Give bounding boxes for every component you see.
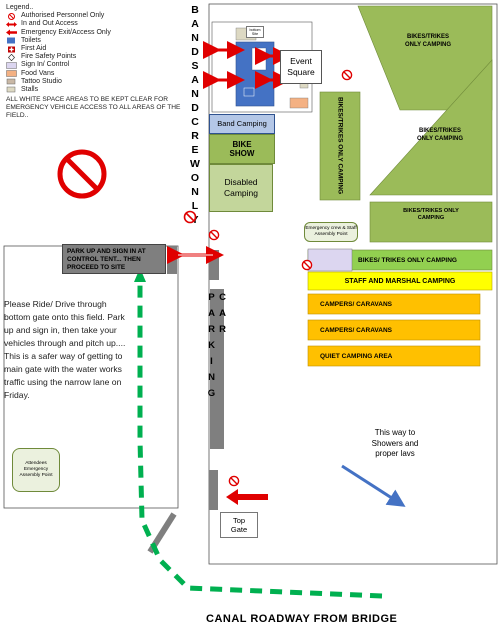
showers-direction-arrow (341, 464, 406, 507)
in-out-access-arrow-top (203, 41, 291, 89)
map-legend: Legend.. Authorised Personnel Only In an… (6, 4, 188, 120)
campers-zone-1 (307, 293, 481, 315)
toilet-block (243, 87, 255, 97)
diamond-icon (6, 53, 17, 61)
route-path (137, 280, 383, 599)
emergency-crew-assembly-point: Emergency crew & Staff Assembly Point (304, 222, 358, 242)
legend-item: Toilets (6, 37, 188, 45)
legend-item: First Aid (6, 45, 188, 53)
disabled-camping-zone: Disabled Camping (209, 164, 273, 212)
food-van-icon (6, 70, 17, 77)
bikes-top-right-label: BIKES/TRIKES ONLY CAMPING (404, 34, 451, 48)
car-parking-strip (210, 289, 224, 449)
no-entry-icon (6, 12, 17, 20)
bottom-site-label: bottom Site (246, 26, 264, 38)
main-field-boundary (208, 3, 498, 565)
no-entry-icon (228, 474, 240, 487)
canal-roadway-label: CANAL ROADWAY FROM BRIDGE (206, 613, 398, 625)
legend-note: ALL WHITE SPACE AREAS TO BE KEPT CLEAR F… (6, 96, 181, 120)
attendees-assembly-point: Attendees Emergency Assembly Point (12, 448, 60, 492)
showers-direction-label: This way to Showers and proper lavs (371, 428, 419, 458)
bikes-mid-right-label: BIKES/TRIKES ONLY CAMPING (416, 128, 463, 142)
campers-zone-2 (307, 319, 481, 341)
bands-crew-only-label: BANDS AND CREW ONLY (189, 4, 201, 228)
no-entry-icon (208, 228, 220, 241)
legend-item: In and Out Access (6, 20, 188, 28)
park-up-sign-in-box: PARK UP AND SIGN IN AT CONTROL TENT... T… (62, 244, 166, 274)
bikes-camping-zone-vertical (319, 91, 361, 201)
no-entry-icon (301, 258, 313, 271)
quiet-camping-zone (307, 345, 481, 367)
instructions-text: Please Ride/ Drive through bottom gate o… (4, 299, 126, 400)
car-parking-label: CAR PARKING (206, 292, 228, 404)
bikes-small-right-label: BIKES/TRIKES ONLY CAMPING (403, 208, 459, 221)
legend-title: Legend.. (6, 4, 34, 11)
bikes-strip-label: BIKES/ TRIKES ONLY CAMPING (358, 256, 457, 264)
stalls-icon (6, 86, 17, 93)
staff-marshal-zone (307, 271, 493, 291)
legend-item: Authorised Personnel Only (6, 12, 188, 20)
legend-item: Tattoo Studio (6, 78, 188, 86)
bikes-camping-zone-small (369, 201, 493, 243)
legend-item: Stalls (6, 86, 188, 94)
emergency-exit-arrow (226, 489, 268, 505)
top-gate-post (209, 470, 218, 510)
legend-item: Emergency Exit/Access Only (6, 29, 188, 37)
red-arrow-icon (6, 29, 17, 36)
band-camping-zone: Band Camping (209, 114, 275, 134)
campers-label-2: CAMPERS/ CARAVANS (320, 326, 392, 334)
quiet-camping-label: QUIET CAMPING AREA (320, 352, 393, 360)
legend-item: Fire Safety Points (6, 53, 188, 61)
sign-in-icon (6, 62, 17, 69)
no-entry-icon (183, 210, 197, 224)
bikes-vertical-label: BIKES/TRIKES ONLY CAMPING (336, 97, 344, 195)
double-arrow-icon (6, 21, 17, 28)
legend-item: Sign In/ Control (6, 61, 188, 69)
no-entry-icon (341, 68, 353, 81)
tattoo-icon (6, 78, 17, 85)
staff-marshal-label: STAFF AND MARSHAL CAMPING (344, 277, 456, 285)
top-gate-label: Top Gate (220, 512, 258, 538)
toilet-block-icon (6, 37, 17, 44)
event-square: Event Square (280, 50, 322, 84)
campers-label-1: CAMPERS/ CARAVANS (320, 300, 392, 308)
first-aid-icon (6, 46, 17, 53)
no-entry-icon (56, 148, 108, 200)
bikes-camping-zone-mid (369, 59, 493, 196)
legend-item: Food Vans (6, 70, 188, 78)
food-van-block (289, 97, 309, 109)
bike-show-zone: BIKE SHOW (209, 134, 275, 164)
